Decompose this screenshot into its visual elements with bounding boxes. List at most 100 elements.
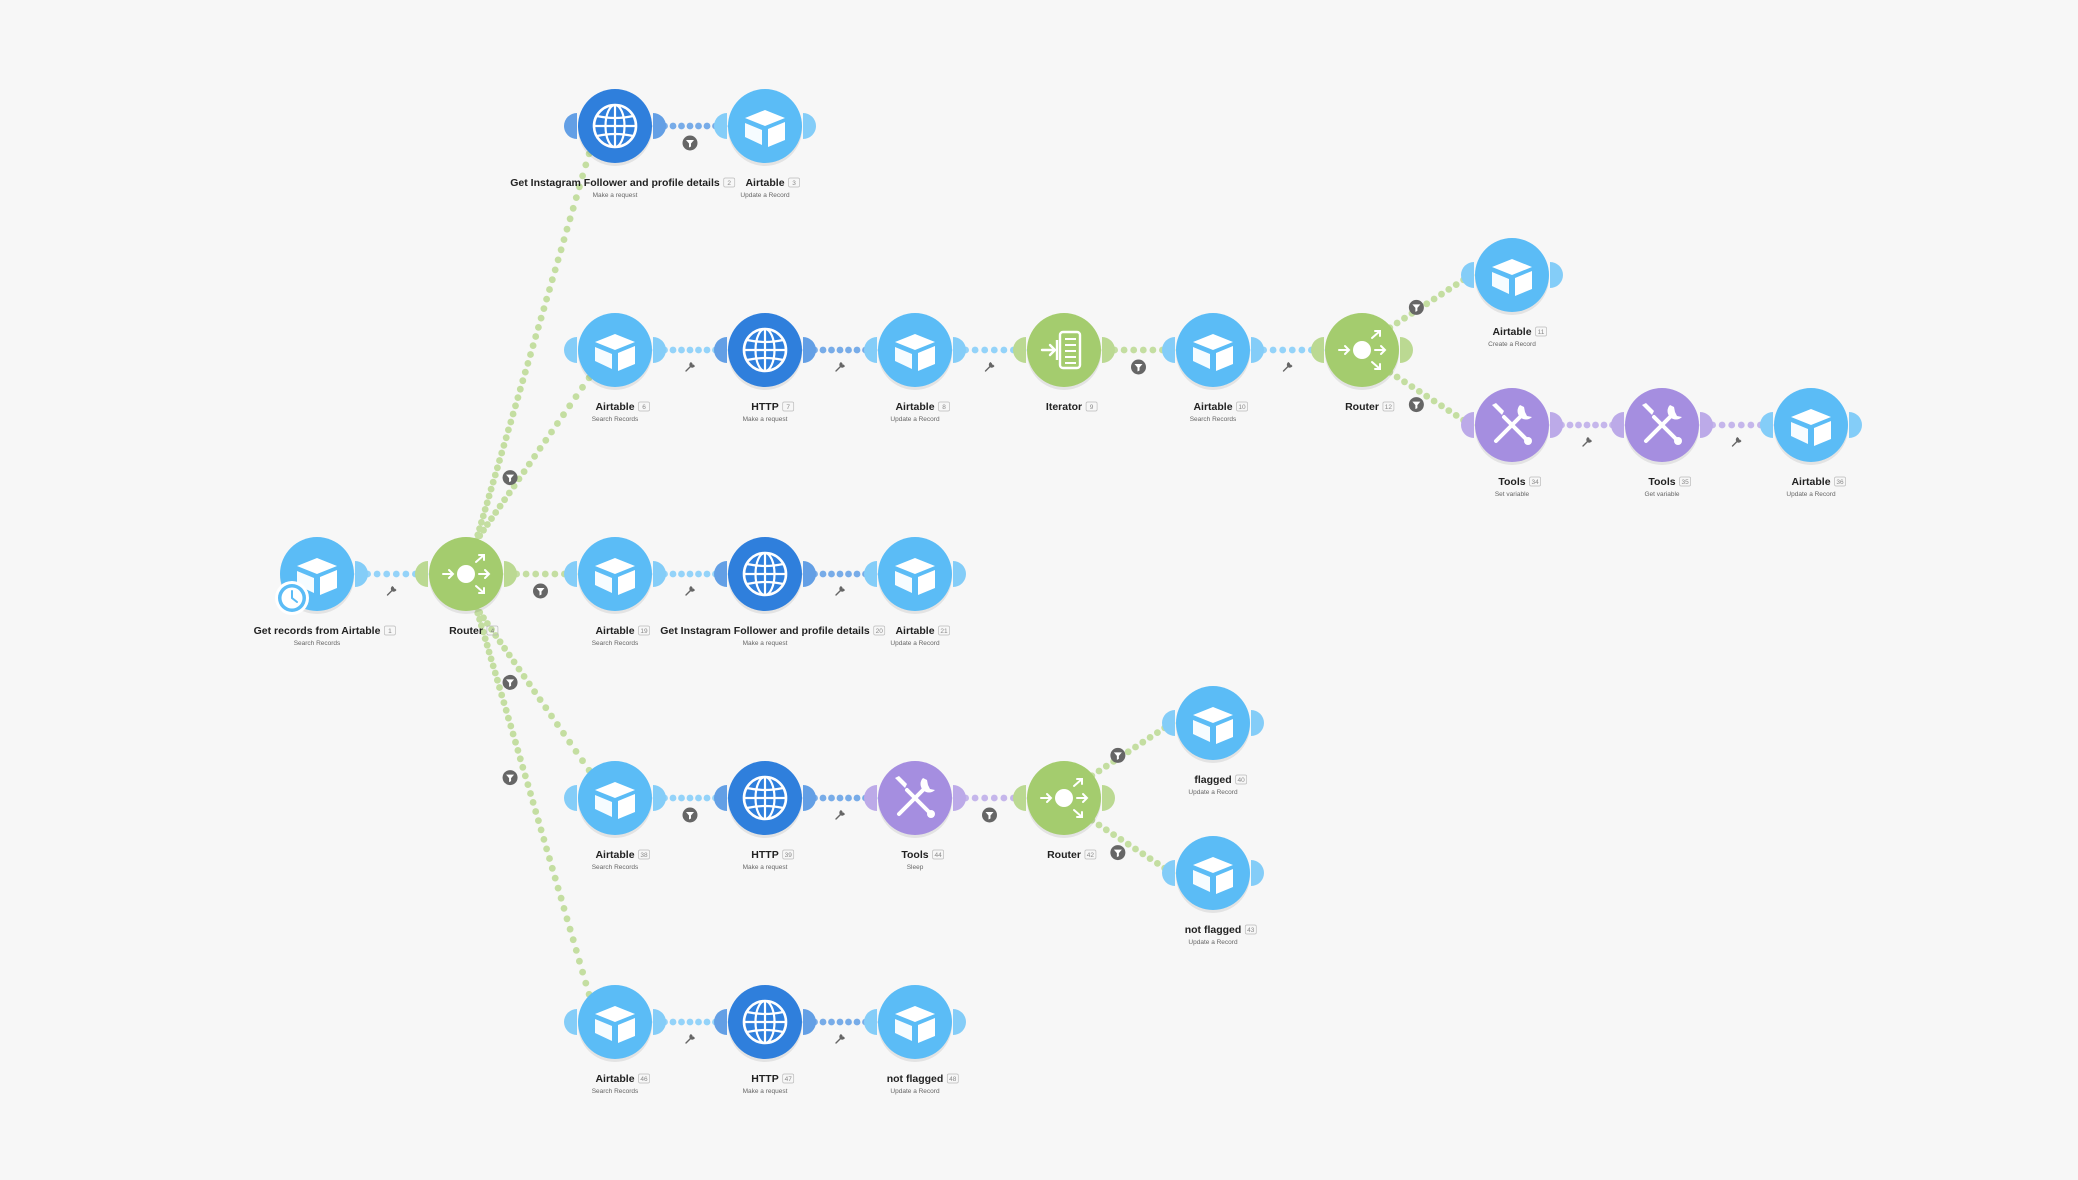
connection-m42-m43[interactable] (1088, 816, 1176, 877)
module-output-handle[interactable] (953, 785, 966, 811)
filter-icon[interactable] (1110, 747, 1126, 763)
module-output-handle[interactable] (803, 1009, 816, 1035)
module-output-handle[interactable] (1700, 412, 1713, 438)
module-input-handle[interactable] (1461, 262, 1474, 288)
connection-m12-m34[interactable] (1386, 368, 1475, 429)
module-output-handle[interactable] (953, 337, 966, 363)
module-output-handle[interactable] (653, 1009, 666, 1035)
schedule-clock-icon[interactable] (275, 581, 309, 615)
filter-icon[interactable] (1131, 359, 1146, 375)
module-input-handle[interactable] (864, 1009, 877, 1035)
wrench-icon[interactable] (685, 586, 695, 596)
module-output-handle[interactable] (1251, 860, 1264, 886)
module-input-handle[interactable] (864, 337, 877, 363)
wrench-icon[interactable] (685, 1034, 695, 1044)
connection-m42-m40[interactable] (1088, 719, 1176, 780)
module-output-handle[interactable] (803, 785, 816, 811)
module-input-handle[interactable] (714, 785, 727, 811)
module-output-handle[interactable] (1251, 337, 1264, 363)
module-output-handle[interactable] (504, 561, 517, 587)
connection-m4-m38[interactable] (472, 603, 593, 774)
wrench-icon[interactable] (386, 586, 397, 596)
module-output-handle[interactable] (803, 113, 816, 139)
wrench-icon[interactable] (1282, 362, 1293, 372)
wrench-icon[interactable] (835, 586, 845, 596)
module-output-handle[interactable] (953, 561, 966, 587)
module-output-handle[interactable] (803, 561, 816, 587)
wrench-icon[interactable] (984, 362, 995, 372)
module-input-handle[interactable] (564, 337, 577, 363)
module-input-handle[interactable] (1013, 785, 1026, 811)
module-iterator-circle[interactable] (1027, 313, 1101, 387)
module-input-handle[interactable] (864, 561, 877, 587)
module-input-handle[interactable] (714, 337, 727, 363)
filter-icon[interactable] (682, 135, 698, 151)
module-output-handle[interactable] (1400, 337, 1413, 363)
module-input-handle[interactable] (564, 113, 577, 139)
module-input-handle[interactable] (1162, 337, 1175, 363)
module-input-handle[interactable] (564, 561, 577, 587)
module-output-handle[interactable] (953, 1009, 966, 1035)
module-input-handle[interactable] (1760, 412, 1773, 438)
module-output-handle[interactable] (355, 561, 368, 587)
module-output-handle[interactable] (1550, 262, 1563, 288)
filter-icon[interactable] (982, 807, 997, 823)
wrench-icon[interactable] (685, 362, 695, 372)
module-input-handle[interactable] (564, 1009, 577, 1035)
filter-icon[interactable] (1408, 397, 1424, 413)
module-output-handle[interactable] (1550, 412, 1563, 438)
wrench-icon[interactable] (835, 1034, 845, 1044)
module-input-handle[interactable] (1162, 860, 1175, 886)
filter-icon[interactable] (502, 470, 518, 486)
module-input-handle[interactable] (415, 561, 428, 587)
module-output-handle[interactable] (1251, 710, 1264, 736)
module-input-handle[interactable] (1461, 412, 1474, 438)
module-input-handle[interactable] (714, 561, 727, 587)
module-output-handle[interactable] (1849, 412, 1862, 438)
module-input-handle[interactable] (1162, 710, 1175, 736)
module-output-handle[interactable] (1102, 785, 1115, 811)
wrench-icon[interactable] (835, 810, 845, 820)
module-input-handle[interactable] (714, 1009, 727, 1035)
wrench-icon[interactable] (1731, 437, 1742, 447)
module-input-handle[interactable] (864, 785, 877, 811)
module-input-handle[interactable] (714, 113, 727, 139)
module-output-handle[interactable] (803, 337, 816, 363)
filter-icon[interactable] (1110, 845, 1126, 861)
module-http-2[interactable]: Get Instagram Follower and profile detai… (510, 89, 736, 199)
connection-m4-m6[interactable] (472, 374, 593, 545)
wrench-icon[interactable] (1582, 437, 1592, 447)
module-input-handle[interactable] (1013, 337, 1026, 363)
filter-icon[interactable] (502, 674, 518, 690)
module-input-handle[interactable] (564, 785, 577, 811)
filter-icon[interactable] (682, 807, 698, 823)
filter-icon[interactable] (1408, 299, 1424, 315)
module-output-handle[interactable] (653, 561, 666, 587)
module-output-handle[interactable] (1102, 337, 1115, 363)
module-input-handle[interactable] (1311, 337, 1324, 363)
module-input-handle[interactable] (1611, 412, 1624, 438)
module-output-handle[interactable] (653, 113, 666, 139)
connection-m12-m11[interactable] (1386, 271, 1475, 332)
